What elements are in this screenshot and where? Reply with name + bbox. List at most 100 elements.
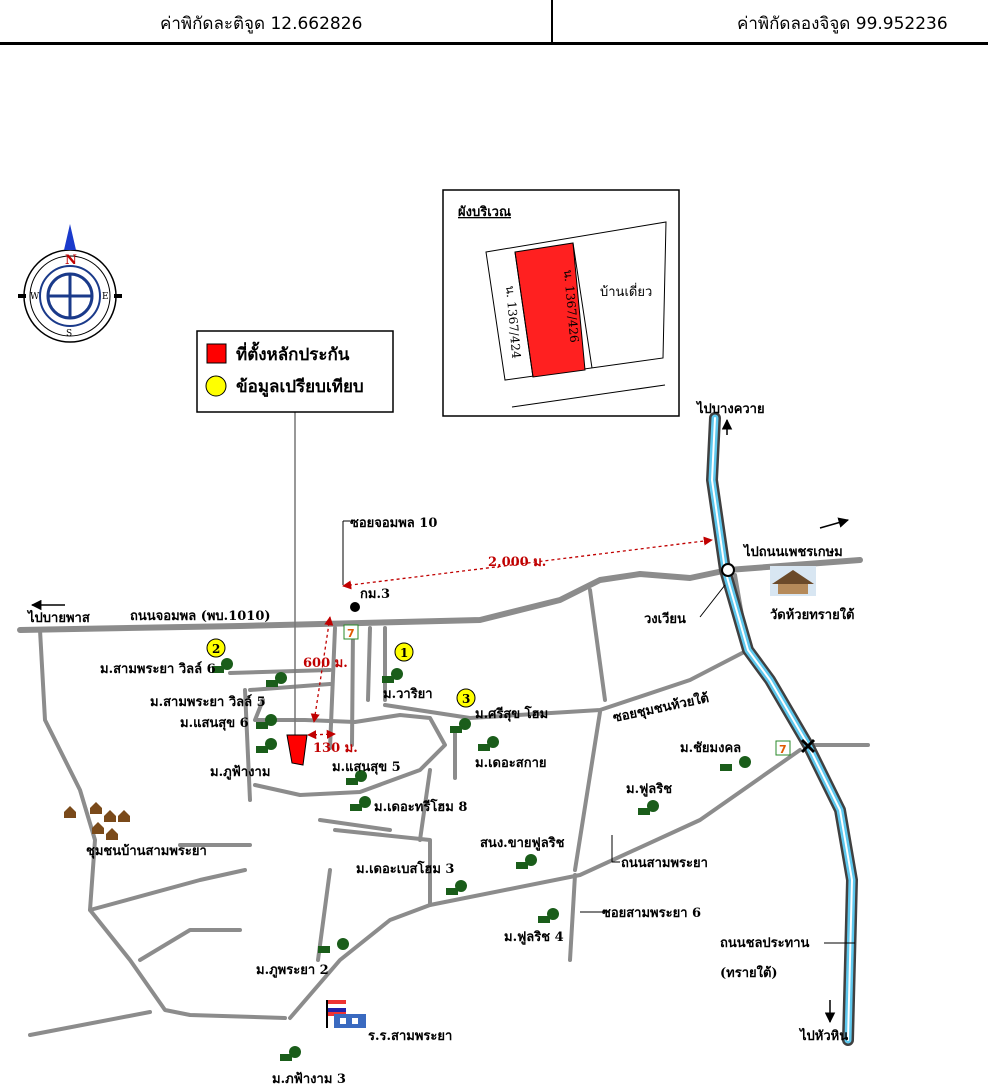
village-icon	[446, 880, 467, 895]
distance-indicators	[307, 536, 713, 740]
map-labels: ไปบางควาย ซอยจอมพล 10 ไปถนนเพชรเกษม กม.3…	[26, 400, 855, 1086]
community-houses-icon	[64, 802, 130, 840]
label-south: (ทรายใต้)	[720, 964, 778, 981]
svg-text:7: 7	[347, 627, 355, 640]
junction-x-marker	[800, 738, 816, 754]
road-soi-jompol10	[328, 626, 387, 750]
header-rule	[0, 42, 988, 45]
village-icon	[450, 718, 471, 733]
label-to-phetkasem: ไปถนนเพชรเกษม	[742, 543, 843, 560]
label-m-wariya: ม.วาริยา	[383, 687, 433, 702]
road-left-links	[88, 843, 252, 962]
village-icon	[350, 796, 371, 811]
label-m-phufa-ngam: ม.ภูฟ้างาม	[210, 764, 270, 780]
label-m-phufa-ngam3: ม.ภฟ้างาม 3	[272, 1071, 346, 1086]
label-sanang: สนง.ขายฟูลริช	[480, 836, 565, 851]
compass-s: S	[66, 329, 72, 339]
collateral-location-marker	[286, 734, 308, 766]
road-mid-loop	[228, 668, 447, 802]
longitude-label: ค่าพิกัดลองจิจูด 99.952236	[737, 14, 948, 34]
school-icon	[326, 1000, 366, 1028]
label-soi-sampraya6: ซอยสามพระยา 6	[602, 906, 701, 921]
label-road-sampraya: ถนนสามพระยา	[621, 856, 708, 871]
comparison-marker-3: 3	[456, 688, 476, 708]
label-community: ชุมชนบ้านสามพระยา	[86, 843, 207, 859]
label-m-chaimongkol: ม.ชัยมงคล	[680, 741, 741, 756]
compass-e: E	[102, 292, 109, 302]
village-icon	[256, 714, 277, 729]
village-icon	[318, 938, 349, 953]
label-soi-jompol-10: ซอยจอมพล 10	[350, 516, 437, 531]
label-km3: กม.3	[360, 587, 390, 602]
village-icon	[266, 672, 287, 687]
comparison-marker-1: 1	[394, 642, 414, 662]
label-m-the-best-home3: ม.เดอะเบสโฮม 3	[356, 860, 454, 877]
compass-rose-icon: N S W E	[18, 224, 122, 343]
village-icon	[256, 738, 277, 753]
legend-collateral-label: ที่ตั้งหลักประกัน	[236, 341, 350, 365]
label-circle: วงเวียน	[644, 611, 686, 627]
compass-w: W	[30, 292, 40, 302]
village-icon	[720, 756, 751, 771]
village-icon	[346, 770, 367, 785]
legend-comparison-swatch	[205, 375, 227, 397]
village-icon	[212, 658, 233, 673]
label-m-fulrich: ม.ฟูลริช	[626, 782, 672, 797]
label-m-phupraya2: ม.ภูพระยา 2	[256, 963, 329, 978]
temple-icon	[770, 566, 816, 596]
label-m-the-sakai: ม.เดอะสกาย	[475, 756, 547, 771]
svg-text:1: 1	[400, 646, 408, 660]
distance-130: 130 ม.	[313, 741, 358, 756]
road-center-links	[316, 768, 432, 962]
legend-collateral-swatch	[206, 343, 227, 364]
river	[706, 412, 858, 1046]
leader-lines	[342, 520, 855, 944]
label-road-chonprathan: ถนนชลประทาน	[720, 936, 810, 951]
label-m-sampraya-villa6: ม.สามพระยา วิลล์ 6	[100, 661, 216, 677]
label-to-bang-kwai: ไปบางควาย	[695, 400, 765, 417]
label-road-jompol: ถนนจอมพล (พบ.1010)	[130, 609, 271, 624]
svg-text:7: 7	[779, 743, 787, 756]
svg-text:3: 3	[462, 692, 470, 706]
label-wat: วัดห้วยทรายใต้	[770, 606, 855, 623]
inset-title: ผังบริเวณ	[458, 205, 511, 220]
distance-600: 600 ม.	[303, 656, 348, 671]
village-icon	[516, 854, 537, 869]
comparison-marker-2: 2	[206, 638, 226, 658]
road-inner-north	[453, 588, 607, 780]
roundabout-marker	[721, 563, 735, 577]
compass-n: N	[65, 253, 77, 268]
road-bottom-left	[28, 1010, 152, 1037]
label-m-saensuk6: ม.แสนสุข 6	[180, 716, 249, 731]
label-m-fulrich4: ม.ฟูลริช 4	[504, 930, 564, 945]
latitude-label: ค่าพิกัดละติจูด 12.662826	[160, 14, 363, 34]
inset-plot-left: น. 1367/424	[503, 285, 523, 360]
label-m-saensuk5: ม.แสนสุข 5	[332, 760, 401, 775]
label-to-hua-hin: ไปหัวหิน	[798, 1027, 848, 1044]
inset-plot-right: น. 1367/426	[561, 269, 581, 343]
village-icon	[638, 800, 659, 815]
convenience-store-icon: 7	[343, 624, 359, 640]
village-icon	[478, 736, 499, 751]
village-icon	[280, 1046, 301, 1061]
village-icons	[212, 658, 751, 1061]
site-plan-inset: ผังบริเวณ น. 1367/424 น. 1367/426 บ้านเด…	[442, 189, 680, 417]
header-divider	[551, 0, 553, 44]
label-m-the-tree-home8: ม.เดอะทรีโฮม 8	[374, 798, 467, 815]
label-soi-chumchon: ซอยชุมชนห้วยใต้	[611, 689, 710, 726]
label-m-srisuk-home: ม.ศรีสุข โฮม	[475, 705, 548, 722]
km3-marker	[350, 602, 360, 612]
village-icon	[538, 908, 559, 923]
legend-comparison-label: ข้อมูลเปรียบเทียบ	[236, 376, 364, 398]
legend: ที่ตั้งหลักประกัน ข้อมูลเปรียบเทียบ	[196, 330, 394, 740]
coordinate-header: ค่าพิกัดละติจูด 12.662826 ค่าพิกัดลองจิจ…	[0, 0, 988, 45]
road-left-vertical	[38, 628, 287, 1020]
distance-2000: 2,000 ม.	[488, 555, 546, 570]
label-school: ร.ร.สามพระยา	[368, 1029, 452, 1044]
road-sampraya-branch	[568, 710, 602, 962]
label-m-sampraya-villa5: ม.สามพระยา วิลล์ 5	[150, 694, 266, 710]
convenience-store-icon: 7	[775, 740, 791, 756]
inset-house: บ้านเดี่ยว	[600, 283, 652, 300]
svg-text:2: 2	[212, 642, 220, 656]
